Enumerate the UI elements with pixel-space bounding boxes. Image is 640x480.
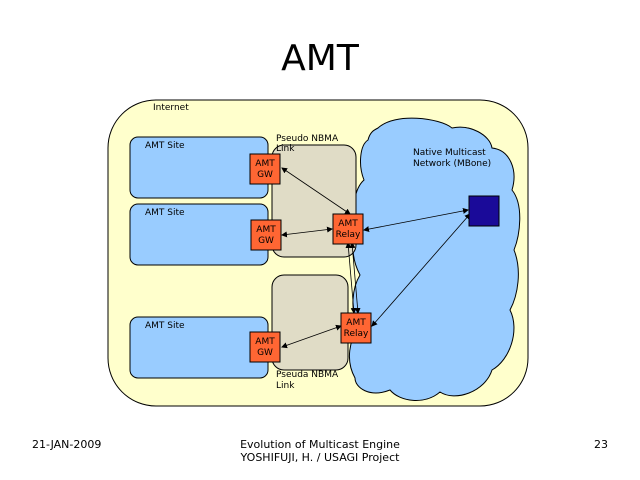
amt-relay-1-line2: Relay — [336, 230, 361, 240]
amt-gw-2-line2: GW — [258, 236, 274, 246]
nbma-bottom-label-line1: Pseuda NBMA — [276, 370, 339, 380]
amt-relay-1: AMT Relay — [332, 213, 364, 245]
link-gw1-relay1 — [281, 167, 351, 215]
footer-center: Evolution of Multicast Engine YOSHIFUJI,… — [0, 438, 640, 464]
amt-gw-2-line1: AMT — [256, 225, 276, 235]
link-gw3-relay2 — [281, 324, 342, 349]
link-relay2-source — [371, 213, 471, 327]
nbma-top-label-line1: Pseudo NBMA — [276, 134, 339, 144]
mbone-label-line1: Native Multicast — [413, 148, 486, 158]
footer-date: 21-JAN-2009 — [32, 438, 102, 451]
amt-relay-2-line1: AMT — [346, 318, 366, 328]
page-number: 23 — [594, 438, 608, 451]
amt-gw-2: AMT GW — [250, 219, 282, 251]
footer-line-2: YOSHIFUJI, H. / USAGI Project — [240, 451, 400, 464]
amt-gw-3-line2: GW — [257, 348, 273, 358]
internet-label: Internet — [153, 103, 189, 113]
footer-line-1: Evolution of Multicast Engine — [240, 438, 400, 451]
amt-gw-1-line2: GW — [257, 170, 273, 180]
amt-relay-1-line1: AMT — [338, 219, 358, 229]
multicast-source — [468, 195, 500, 227]
link-gw2-relay1 — [281, 226, 333, 238]
link-relay1-relay2-b — [349, 242, 361, 314]
amt-relay-2: AMT Relay — [340, 312, 372, 344]
amt-site-2-label: AMT Site — [145, 208, 185, 218]
amt-site-3-label: AMT Site — [145, 321, 185, 331]
slide-title: AMT — [281, 38, 359, 79]
amt-gw-1: AMT GW — [249, 153, 281, 185]
nbma-bottom-label-line2: Link — [276, 381, 295, 391]
amt-site-1-label: AMT Site — [145, 141, 185, 151]
amt-relay-2-line2: Relay — [344, 329, 369, 339]
nbma-top-label-line2: Link — [276, 144, 295, 154]
mbone-label-line2: Network (MBone) — [413, 159, 491, 169]
nbma-link-bottom — [271, 274, 349, 371]
amt-gw-3: AMT GW — [249, 331, 281, 363]
amt-gw-1-line1: AMT — [255, 159, 275, 169]
connections — [281, 167, 471, 349]
amt-gw-3-line1: AMT — [255, 337, 275, 347]
